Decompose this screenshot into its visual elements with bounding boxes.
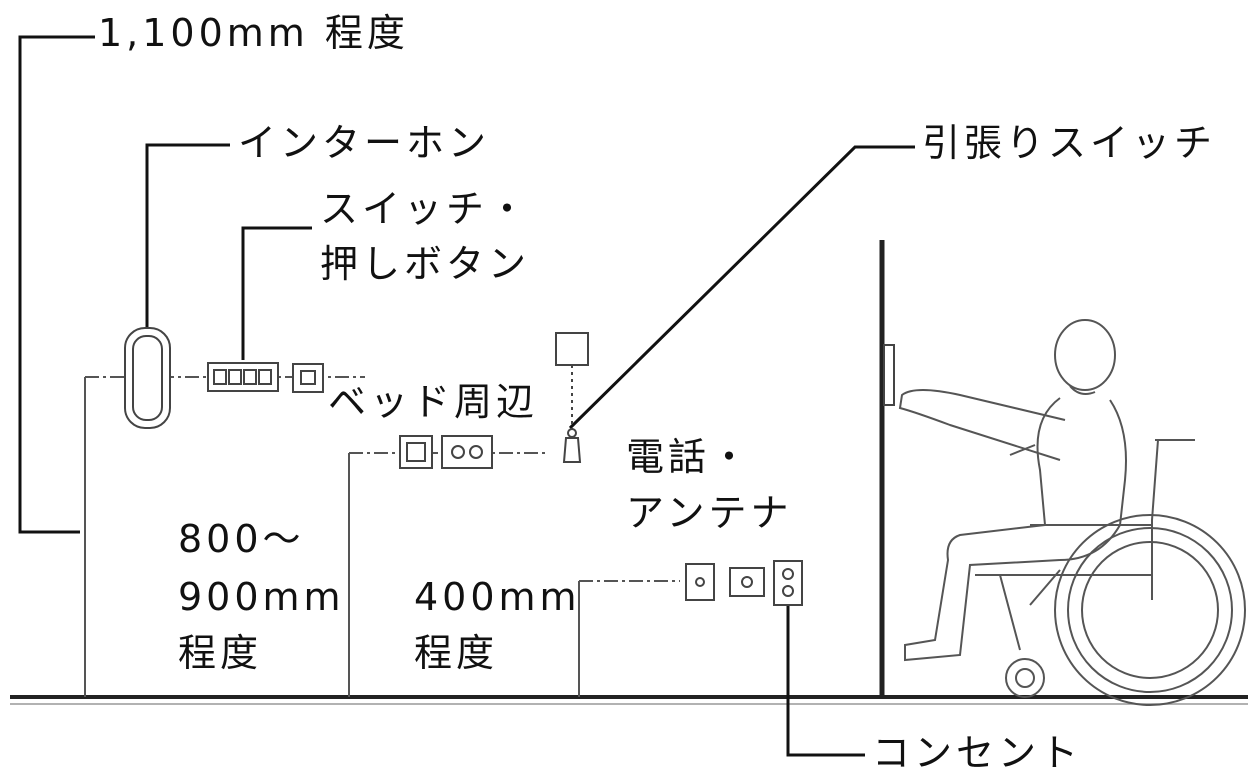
pull-switch-icon (555, 332, 589, 463)
phone-jack-icon (685, 563, 715, 601)
leader-pull-switch (568, 145, 915, 430)
label-phone-line1: 電話・ (626, 435, 753, 479)
label-switch-line1: スイッチ・ (320, 187, 531, 231)
intercom-icon (124, 327, 171, 429)
wheelchair-user-figure (898, 319, 1246, 706)
antenna-jack-icon (729, 567, 765, 597)
label-bed-area: ベッド周辺 (328, 380, 539, 424)
leader-switch (241, 226, 312, 360)
leader-outlet (786, 604, 865, 757)
switch-panel-icon (207, 362, 279, 392)
label-height-800-line1: 800～ (178, 517, 305, 561)
dimension-400 (578, 580, 680, 697)
label-height-400-line2: 程度 (414, 631, 499, 675)
dimension-800-900 (348, 452, 548, 697)
push-button-icon (292, 363, 324, 393)
label-outlet: コンセント (872, 731, 1083, 775)
bedside-outlet-icon (441, 435, 493, 469)
leader-1100 (18, 35, 95, 534)
label-height-1100: 1,100mm 程度 (98, 11, 409, 55)
label-height-400-line1: 400mm (414, 575, 581, 619)
label-intercom: インターホン (238, 121, 491, 165)
label-pull-switch: 引張りスイッチ (922, 121, 1217, 165)
label-height-800-line3: 程度 (178, 631, 263, 675)
leader-intercom (145, 143, 230, 330)
outlet-icon (773, 560, 803, 606)
label-height-800-line2: 900mm (178, 575, 345, 619)
label-switch-line2: 押しボタン (320, 242, 531, 286)
wall-switch-plate (883, 344, 895, 406)
bedside-switch-icon (399, 435, 433, 469)
label-phone-line2: アンテナ (626, 491, 793, 535)
